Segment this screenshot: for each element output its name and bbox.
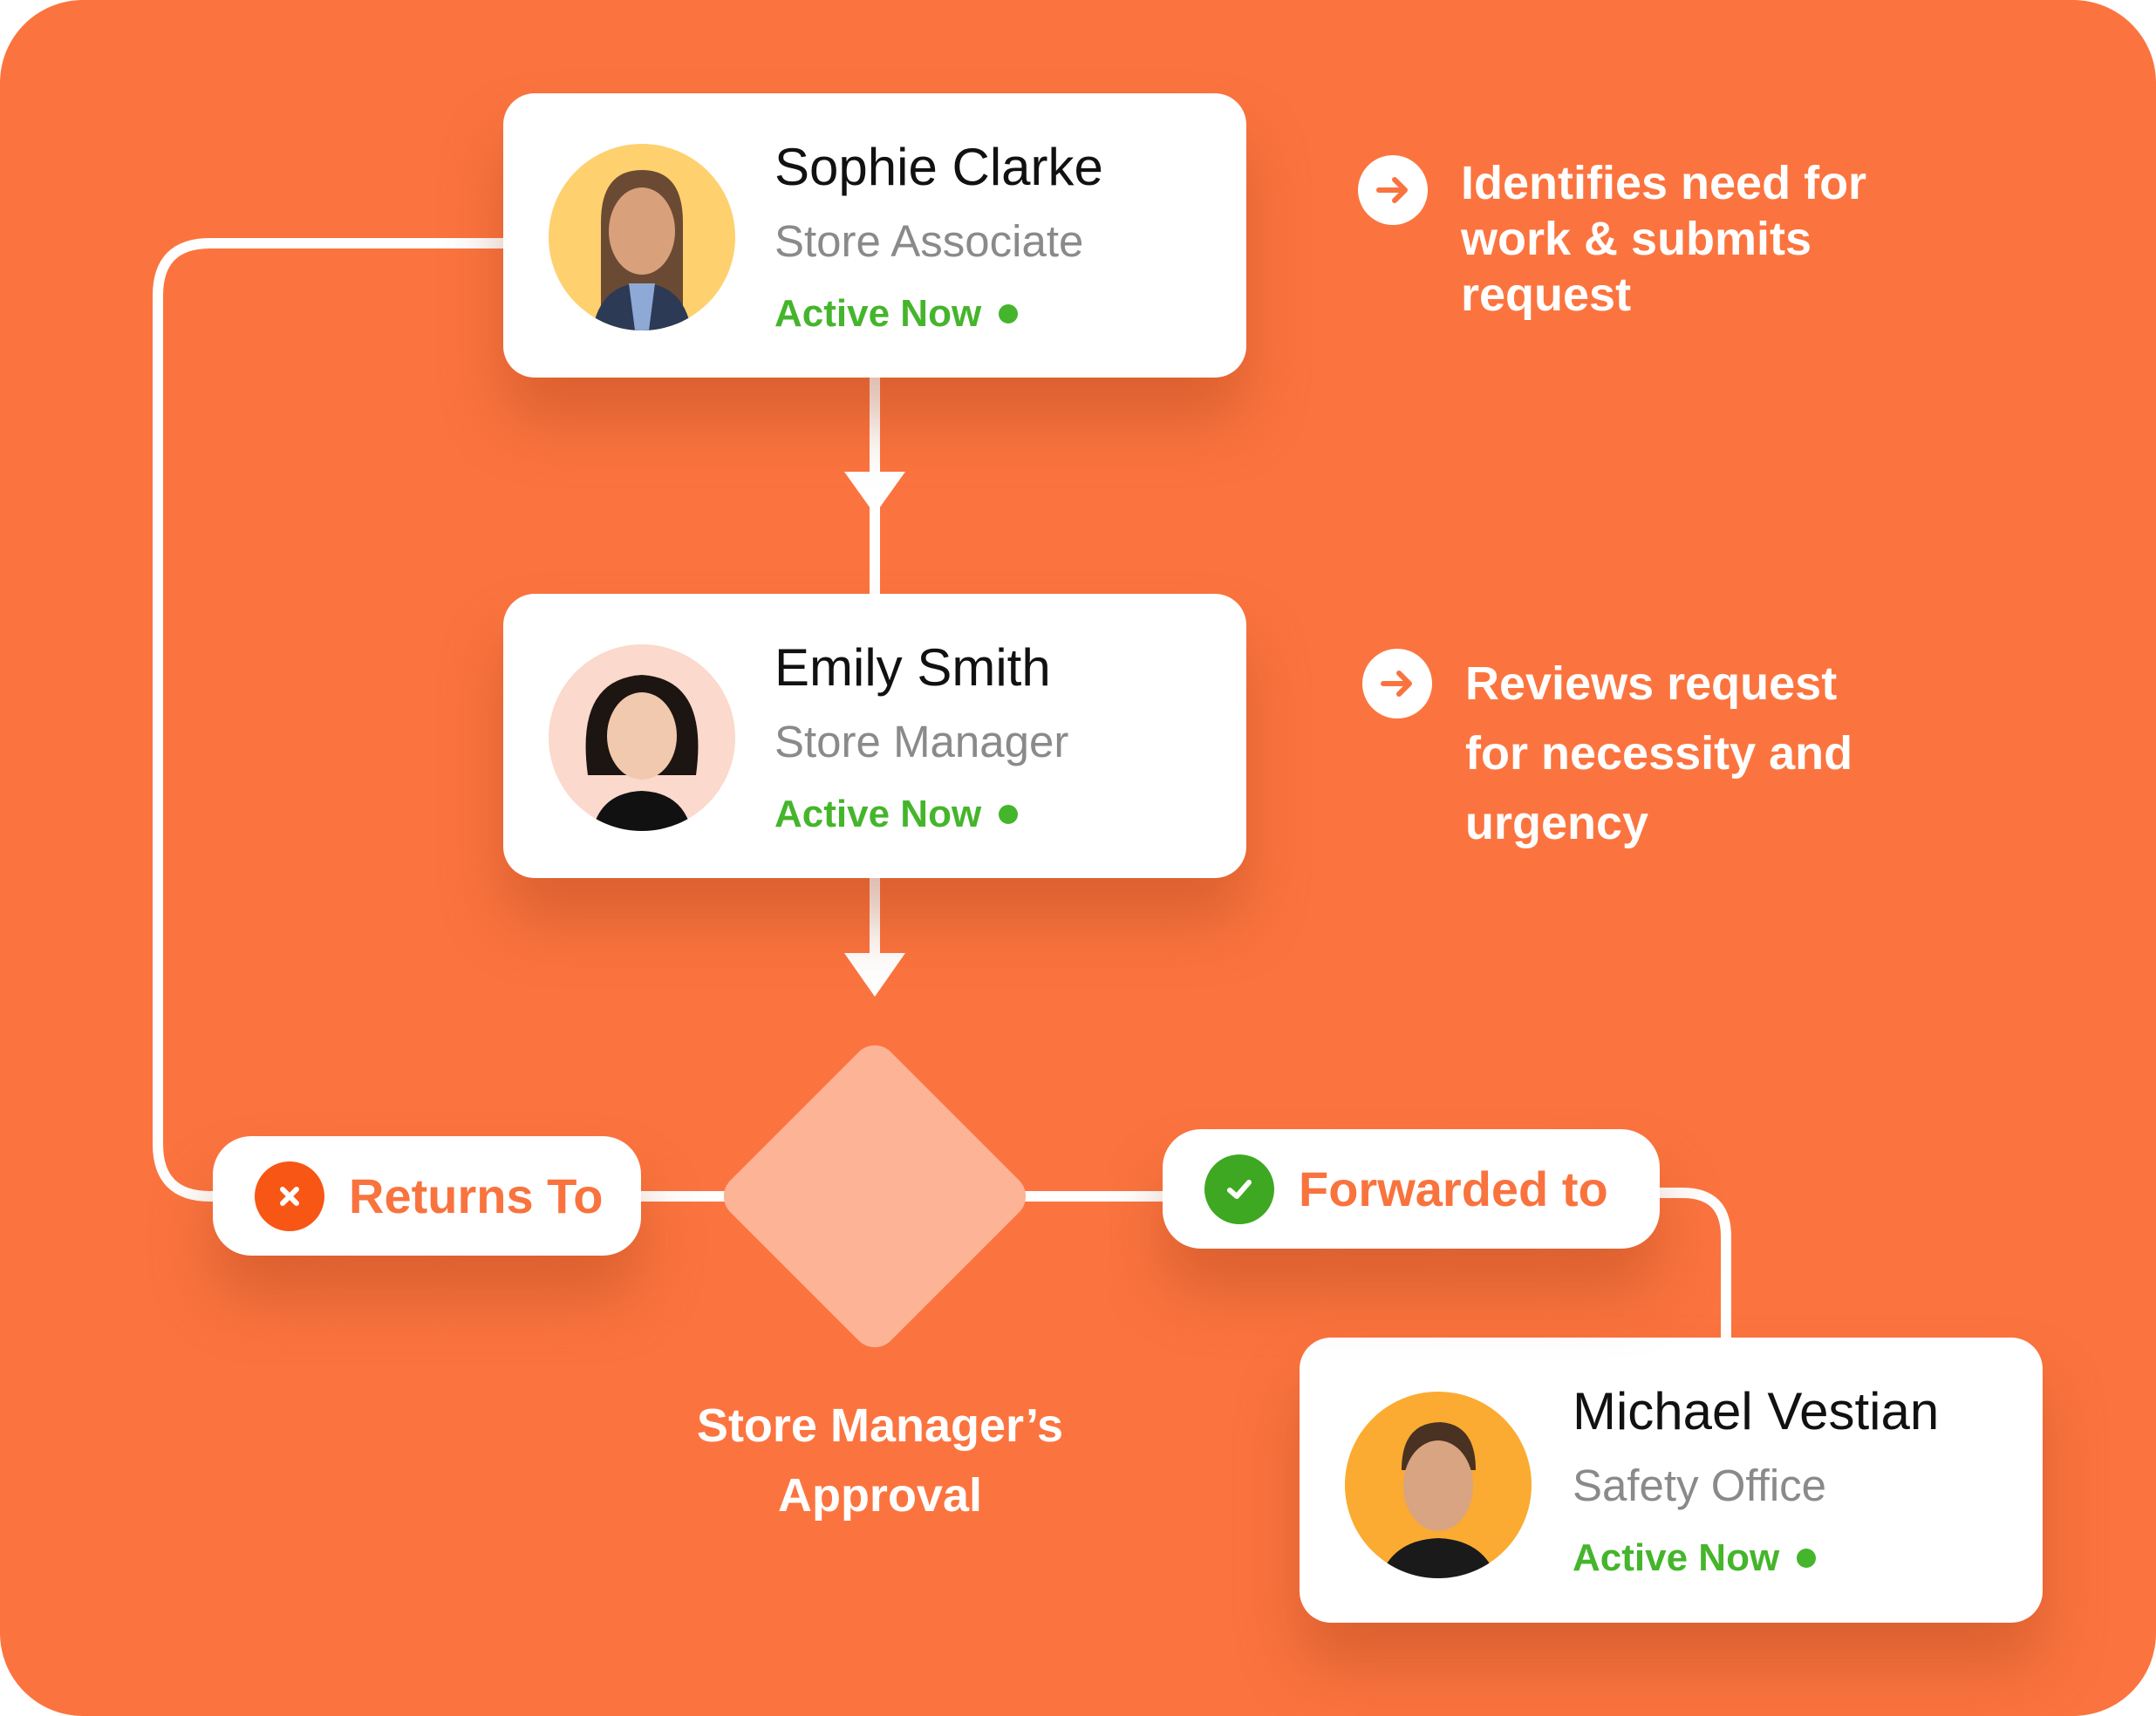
- arrowhead-down-2: [844, 953, 905, 997]
- note-text: Reviews request for necessity and urgenc…: [1465, 657, 1853, 849]
- avatar: [549, 144, 735, 330]
- avatar: [1345, 1392, 1532, 1578]
- arrowhead-down-1: [844, 472, 905, 514]
- x-icon: [255, 1161, 324, 1231]
- decision-label: Store Manager’s Approval: [696, 1399, 1064, 1522]
- status-dot-icon: [999, 805, 1019, 824]
- status-badge: Active Now: [1573, 1536, 1817, 1580]
- status-text: Active Now: [774, 292, 982, 335]
- person-role: Store Manager: [774, 717, 1069, 766]
- forwarded-to-pill[interactable]: Forwarded to: [1163, 1129, 1660, 1249]
- step-note-1: Identifies need for work & submits reque…: [1358, 155, 1866, 321]
- status-badge: Active Now: [774, 292, 1019, 336]
- avatar: [549, 644, 735, 831]
- check-icon: [1204, 1154, 1274, 1224]
- returns-to-label: Returns To: [349, 1168, 604, 1223]
- person-role: Store Associate: [774, 216, 1084, 266]
- arrow-right-icon: [1358, 155, 1428, 225]
- person-name: Emily Smith: [774, 638, 1051, 697]
- step-note-2: Reviews request for necessity and urgenc…: [1362, 649, 1852, 849]
- status-badge: Active Now: [774, 793, 1019, 836]
- status-text: Active Now: [774, 793, 982, 835]
- returns-to-pill[interactable]: Returns To: [213, 1136, 641, 1256]
- status-dot-icon: [999, 304, 1019, 323]
- forwarded-to-label: Forwarded to: [1299, 1161, 1608, 1216]
- status-dot-icon: [1797, 1549, 1817, 1568]
- person-card-emily-smith[interactable]: Emily Smith Store Manager Active Now: [503, 594, 1246, 878]
- person-role: Safety Office: [1573, 1461, 1827, 1510]
- forward-line: [1660, 1188, 1731, 1338]
- return-loop-line: [153, 238, 503, 1202]
- status-text: Active Now: [1573, 1536, 1780, 1579]
- person-name: Sophie Clarke: [774, 138, 1103, 196]
- note-text: Identifies need for work & submits reque…: [1461, 157, 1867, 321]
- person-card-sophie-clarke[interactable]: Sophie Clarke Store Associate Active Now: [503, 93, 1246, 378]
- person-card-michael-vestian[interactable]: Michael Vestian Safety Office Active Now: [1300, 1338, 2043, 1623]
- person-name: Michael Vestian: [1573, 1382, 1940, 1440]
- arrow-right-icon: [1362, 649, 1432, 718]
